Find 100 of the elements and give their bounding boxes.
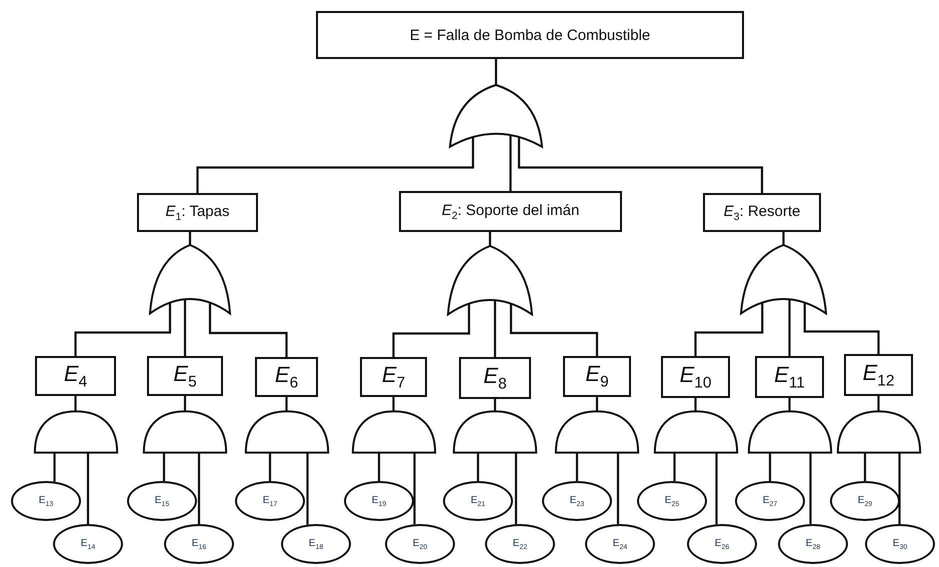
- connector-line: [306, 453, 309, 525]
- event-box: [703, 193, 821, 232]
- connector-line: [392, 397, 395, 412]
- connector-line: [476, 453, 480, 481]
- and-gate-symbol: [555, 411, 639, 453]
- connector-line: [494, 399, 496, 412]
- connector-line: [198, 453, 200, 524]
- event-label: E$_{19}$: [372, 494, 386, 508]
- event-label: E$_{4}$: [64, 360, 88, 392]
- event-label: E$_{23}$: [570, 494, 584, 508]
- basic-event-circle: [235, 481, 305, 521]
- connector-line: [74, 302, 172, 356]
- connector-line: [86, 453, 90, 524]
- event-label: E$_{15}$: [154, 494, 170, 508]
- event-label: E$_{17}$: [262, 494, 278, 508]
- event-label: E$_{10}$: [680, 362, 712, 392]
- connector-line: [864, 453, 866, 481]
- connector-line: [378, 453, 380, 481]
- basic-event-circle: [127, 481, 197, 521]
- connector-line: [673, 453, 676, 482]
- connector-line: [196, 137, 474, 193]
- event-label: E$_{13}$: [38, 494, 54, 508]
- connector-line: [494, 300, 496, 357]
- event-label: E$_{24}$: [612, 538, 628, 550]
- event-box: [459, 357, 531, 399]
- connector-line: [268, 453, 272, 481]
- or-gate-symbol: [150, 245, 230, 317]
- connector-line: [877, 396, 880, 412]
- event-label: E$_{9}$: [585, 361, 609, 392]
- or-gate-symbol: [450, 85, 542, 150]
- and-gate-symbol: [453, 411, 537, 453]
- connector-line: [53, 453, 56, 482]
- event-label: E$_{26}$: [714, 538, 730, 550]
- connector-line: [788, 398, 791, 412]
- event-label: E$_{14}$: [80, 538, 96, 550]
- basic-event-circle: [344, 481, 414, 521]
- and-gate-symbol: [654, 411, 738, 453]
- event-label: E$_{3}$: Resorte: [724, 202, 800, 222]
- event-box: [255, 357, 318, 397]
- connector-line: [413, 453, 416, 524]
- connector-line: [694, 398, 697, 412]
- basic-event-circle: [443, 481, 513, 521]
- event-box: [661, 356, 730, 398]
- connector-line: [188, 232, 192, 246]
- connector-line: [184, 396, 186, 412]
- event-label: E$_{7}$: [382, 362, 406, 392]
- connector-line: [494, 59, 498, 86]
- event-label: E$_{28}$: [806, 538, 820, 550]
- event-label: E$_{5}$: [173, 360, 197, 392]
- connector-line: [809, 453, 812, 524]
- connector-line: [782, 232, 785, 246]
- connector-line: [162, 453, 166, 482]
- event-box: [35, 356, 116, 396]
- connector-line: [208, 302, 288, 357]
- and-gate-symbol: [244, 411, 328, 453]
- event-label: E$_{18}$: [308, 538, 324, 550]
- event-label: E$_{20}$: [412, 538, 428, 550]
- connector-line: [514, 453, 518, 524]
- event-label: E$_{21}$: [470, 494, 486, 508]
- event-box: [563, 356, 631, 397]
- connector-line: [576, 453, 578, 481]
- event-label: E$_{27}$: [762, 494, 778, 508]
- connector-line: [788, 299, 791, 356]
- event-box: [360, 357, 427, 397]
- event-box: [147, 356, 223, 396]
- connector-line: [488, 232, 492, 247]
- and-gate-symbol: [352, 411, 436, 453]
- event-label: E$_{22}$: [512, 538, 528, 550]
- event-label: E$_{25}$: [664, 494, 680, 508]
- event-box: [399, 191, 622, 232]
- event-label: E$_{30}$: [892, 538, 908, 550]
- connector-line: [184, 299, 186, 356]
- or-gate-symbol: [448, 246, 532, 318]
- connector-line: [596, 397, 598, 412]
- connector-line: [392, 304, 470, 357]
- and-gate-symbol: [143, 411, 227, 453]
- event-label: E$_{1}$: Tapas: [166, 202, 230, 222]
- or-gate-symbol: [741, 245, 826, 317]
- event-label: E$_{29}$: [858, 494, 872, 508]
- event-label: E$_{8}$: [483, 362, 507, 394]
- and-gate-symbol: [836, 411, 920, 453]
- event-label: E$_{12}$: [862, 360, 894, 390]
- connector-line: [509, 135, 512, 191]
- connector-line: [285, 397, 288, 412]
- connector-line: [898, 453, 901, 524]
- connector-line: [510, 304, 598, 356]
- connector-line: [518, 137, 764, 193]
- event-label: E = Falla de Bomba de Combustible: [410, 26, 650, 44]
- event-box: [755, 356, 824, 398]
- event-label: E$_{2}$: Soporte del imán: [442, 202, 580, 222]
- and-gate-symbol: [34, 411, 118, 453]
- and-gate-symbol: [748, 411, 832, 453]
- connector-line: [616, 453, 620, 524]
- event-box: [316, 11, 744, 59]
- basic-event-circle: [830, 481, 900, 521]
- event-box: [137, 193, 258, 232]
- connector-line: [694, 302, 764, 356]
- event-label: E$_{6}$: [274, 362, 298, 392]
- event-label: E$_{11}$: [774, 362, 805, 392]
- connector-line: [804, 302, 880, 354]
